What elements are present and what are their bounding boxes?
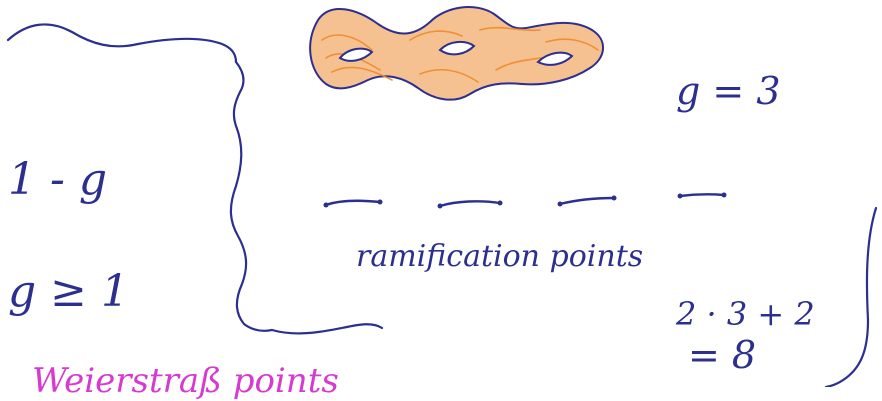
- segment-3: [560, 198, 614, 204]
- ramification-segments: [324, 193, 727, 209]
- whiteboard-notes: 1 - g g ≥ 1 g = 3 ramification points 2 …: [0, 0, 882, 387]
- bottom-partial-text: Weierstraß points: [32, 364, 339, 398]
- left-expression-one: 1 - g: [8, 158, 107, 202]
- genus-label: g = 3: [676, 72, 781, 110]
- top-left-wavy-line: [8, 24, 236, 62]
- left-expression-two: g ≥ 1: [8, 270, 129, 314]
- segment-1: [326, 201, 380, 205]
- genus-3-surface: [310, 7, 603, 100]
- right-brace: [826, 208, 876, 387]
- left-brace: [231, 62, 272, 331]
- bottom-wavy-line: [272, 324, 382, 333]
- segment-2: [440, 201, 500, 206]
- segment-4: [680, 194, 724, 196]
- ramification-points-label: ramification points: [356, 242, 643, 272]
- calculation-line-two: = 8: [688, 336, 756, 374]
- calculation-line-one: 2 · 3 + 2: [676, 298, 815, 330]
